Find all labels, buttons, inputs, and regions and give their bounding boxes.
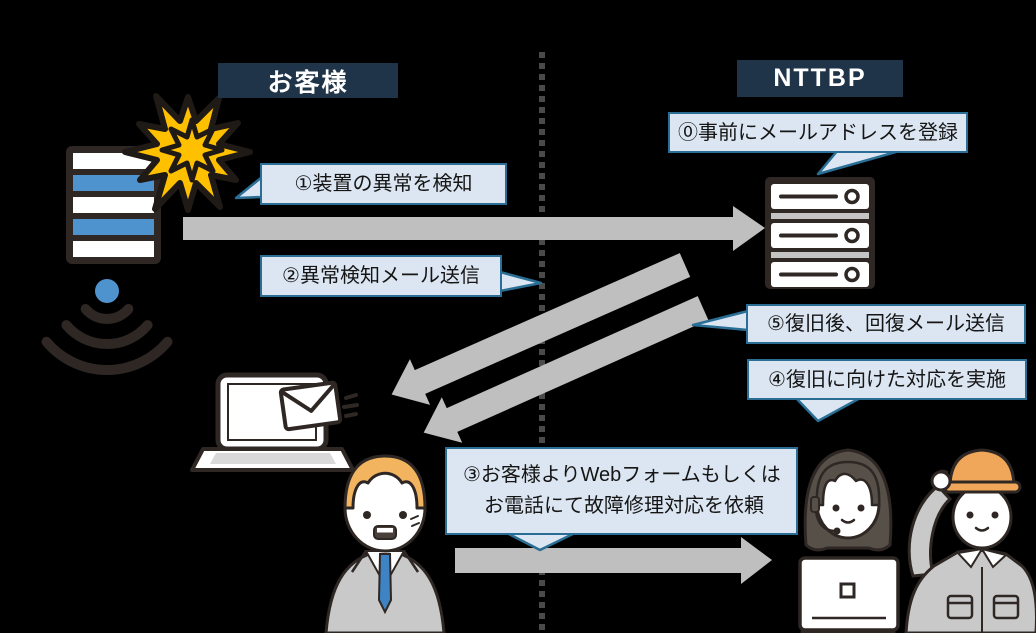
explosion-burst-icon — [122, 93, 253, 213]
helmet-engineer-icon — [904, 448, 1036, 633]
callout1-pointer — [234, 175, 264, 200]
support-operator-icon — [798, 448, 900, 633]
network-device-icon — [66, 146, 161, 264]
callout-step2: ②異常検知メール送信 — [260, 255, 502, 297]
callout-step4: ④復旧に向けた対応を実施 — [747, 359, 1027, 400]
callout-step0: ⓪事前にメールアドレスを登録 — [668, 112, 968, 153]
arrow-mail-diagonal-1 — [391, 253, 691, 405]
arrow-request-right — [455, 537, 772, 584]
callout-step3: ③お客様よりWebフォームもしくは お電話にて故障修理対応を依頼 — [445, 447, 798, 535]
worried-businessman-icon — [324, 454, 446, 633]
arrow-mail-diagonal-2 — [423, 296, 709, 443]
callout4-pointer — [793, 395, 864, 423]
wifi-signal-icon — [41, 279, 173, 375]
email-speed-lines — [342, 393, 359, 418]
column-header-nttbp: NTTBP — [737, 60, 903, 97]
callout0-pointer — [816, 148, 905, 176]
callout-step1: ①装置の異常を検知 — [260, 163, 507, 205]
arrow-detect-right — [183, 206, 765, 251]
callout-step3-line1: ③お客様よりWebフォームもしくは — [463, 464, 781, 486]
server-rack-icon — [765, 177, 875, 289]
callout-step5: ⑤復旧後、回復メール送信 — [746, 304, 1026, 344]
column-header-customer: お客様 — [218, 63, 398, 98]
laptop-email-icon — [190, 372, 359, 472]
callout2-pointer — [498, 270, 543, 293]
callout-step3-line2: お電話にて故障修理対応を依頼 — [484, 495, 764, 517]
